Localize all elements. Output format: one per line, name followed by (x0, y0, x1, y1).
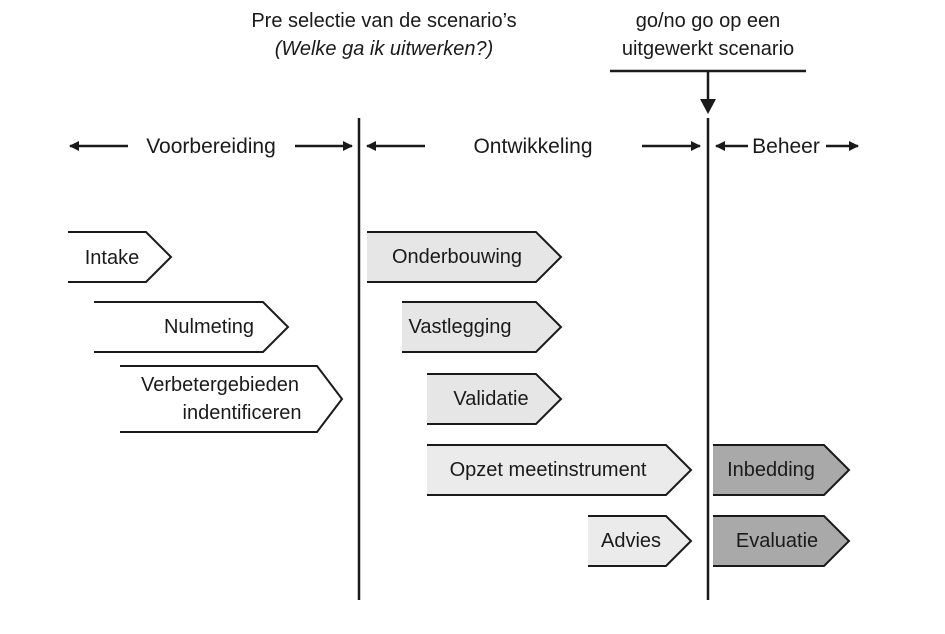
step-verbetergebieden: Verbetergebieden indentificeren (120, 365, 344, 433)
step-opzet-meetinstrument: Opzet meetinstrument (427, 444, 693, 496)
gonogo-pointer-arrow-icon (700, 99, 716, 114)
step-intake: Intake (68, 231, 173, 283)
vastlegging-chevron (402, 301, 563, 353)
evaluatie-chevron (713, 515, 851, 567)
gonogo-subtitle: uitgewerkt scenario (622, 38, 794, 60)
advies-chevron (588, 515, 693, 567)
inbedding-label: Inbedding (727, 459, 815, 481)
management-label: Beheer (752, 135, 820, 158)
step-advies: Advies (588, 515, 693, 567)
preselection-title: Pre selectie van de scenario’s (251, 10, 516, 32)
gonogo-header: go/no go op een uitgewerkt scenario (610, 10, 806, 114)
verbetergebieden-label-line2: indentificeren (183, 402, 302, 424)
validatie-chevron (427, 373, 563, 425)
evaluatie-label: Evaluatie (736, 530, 818, 552)
phase-management: Beheer (715, 135, 859, 158)
phase-development: Ontwikkeling (366, 135, 701, 158)
inbedding-chevron (713, 444, 851, 496)
advies-label: Advies (601, 530, 661, 552)
step-validatie: Validatie (427, 373, 563, 425)
opzet-meetinstrument-label: Opzet meetinstrument (450, 459, 647, 481)
opzet-meetinstrument-chevron (427, 444, 693, 496)
nulmeting-label: Nulmeting (164, 316, 254, 338)
preparation-label: Voorbereiding (146, 135, 276, 158)
preselection-question: (Welke ga ik uitwerken?) (275, 38, 494, 60)
phase-preparation: Voorbereiding (69, 135, 353, 158)
step-nulmeting: Nulmeting (94, 301, 290, 353)
onderbouwing-label: Onderbouwing (392, 246, 522, 268)
gonogo-title: go/no go op een (636, 10, 781, 32)
preselection-header: Pre selectie van de scenario’s (Welke ga… (251, 10, 516, 60)
step-onderbouwing: Onderbouwing (367, 231, 563, 283)
onderbouwing-chevron (367, 231, 563, 283)
step-vastlegging: Vastlegging (402, 301, 563, 353)
vastlegging-label: Vastlegging (408, 316, 511, 338)
validatie-label: Validatie (453, 388, 528, 410)
step-inbedding: Inbedding (713, 444, 851, 496)
nulmeting-chevron (94, 301, 290, 353)
intake-chevron (68, 231, 173, 283)
verbetergebieden-label-line1: Verbetergebieden (141, 374, 299, 396)
development-label: Ontwikkeling (473, 135, 592, 158)
verbetergebieden-chevron (120, 365, 344, 433)
step-evaluatie: Evaluatie (713, 515, 851, 567)
intake-label: Intake (85, 247, 139, 269)
